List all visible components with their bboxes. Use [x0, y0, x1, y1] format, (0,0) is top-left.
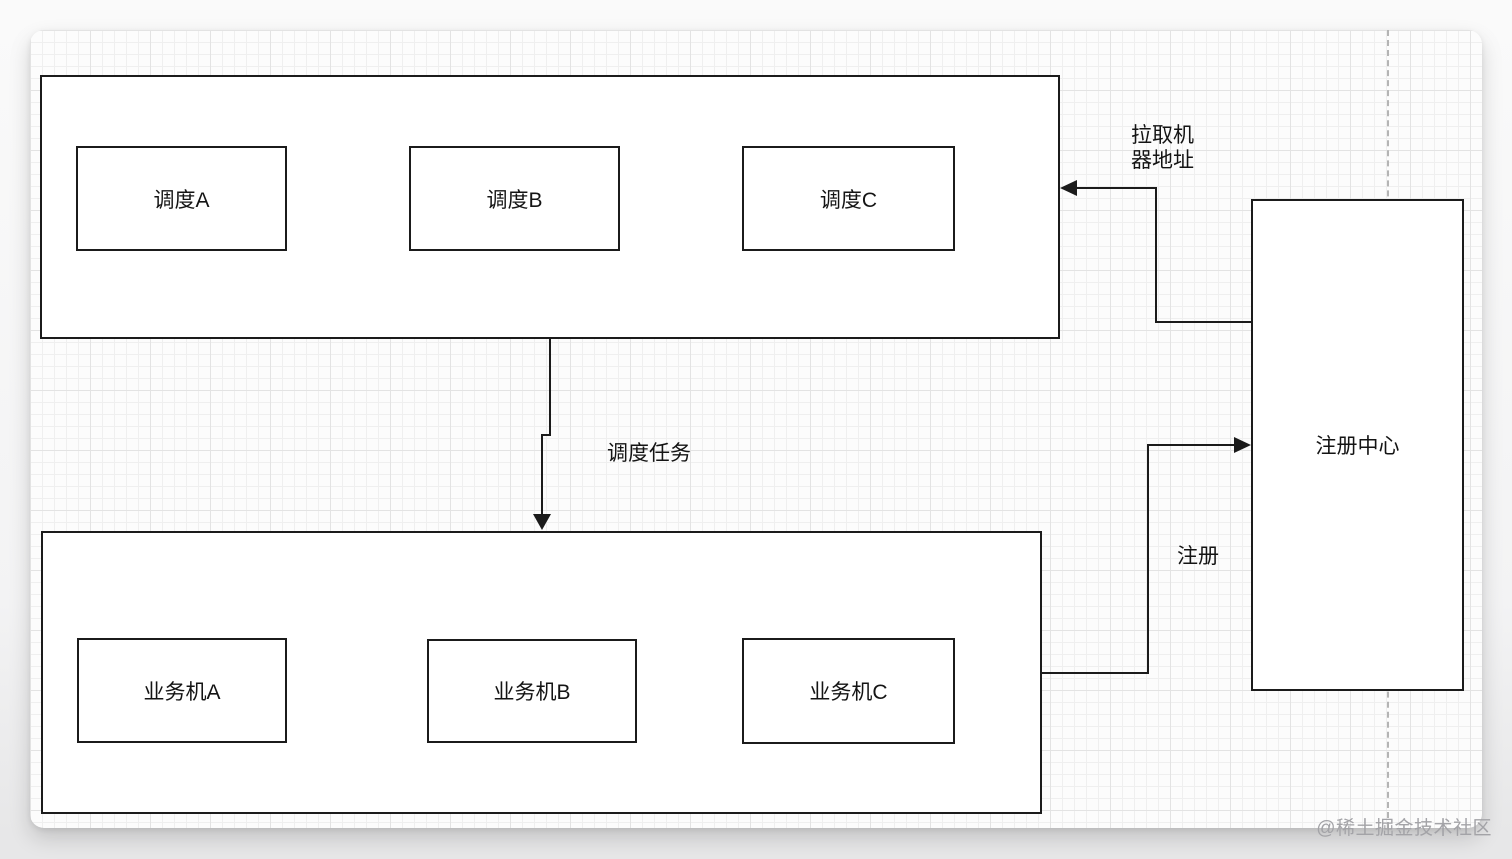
edge-label-register: 注册 — [1177, 545, 1219, 568]
node-scheduler-a-label: 调度A — [153, 188, 210, 212]
node-worker-c-label: 业务机C — [809, 681, 888, 704]
diagram-canvas: 调度A 调度B 调度C 业务机A 业务机B 业务机C 注册中心 拉取机器地址 调… — [30, 30, 1482, 828]
node-scheduler-a: 调度A — [76, 146, 287, 251]
node-worker-c: 业务机C — [742, 638, 955, 744]
node-registry-center: 注册中心 — [1251, 199, 1464, 691]
edge-dispatch-task-arrowhead-down — [533, 514, 551, 530]
node-worker-b: 业务机B — [427, 639, 637, 743]
node-scheduler-c-label: 调度C — [819, 188, 878, 212]
node-worker-b-label: 业务机B — [493, 681, 571, 704]
node-worker-a-label: 业务机A — [143, 680, 221, 704]
node-scheduler-b-label: 调度B — [486, 188, 543, 212]
node-worker-a: 业务机A — [77, 638, 287, 743]
edge-pull-machine-address-line — [1076, 187, 1251, 323]
edge-register-arrowhead-right — [1234, 437, 1251, 453]
edge-dispatch-task-line — [541, 339, 551, 514]
node-scheduler-b: 调度B — [409, 146, 620, 251]
edge-pull-machine-address-arrowhead-left — [1060, 180, 1077, 196]
edge-pull-machine-address — [1060, 180, 1251, 323]
node-registry-center-label: 注册中心 — [1315, 435, 1400, 458]
edge-register — [1042, 437, 1251, 674]
edge-dispatch-task — [533, 339, 551, 530]
edge-label-pull-machine-address: 拉取机器地址 — [1131, 124, 1194, 172]
watermark-juejin-community: @稀土掘金技术社区 — [1316, 818, 1492, 839]
edge-label-dispatch-task: 调度任务 — [607, 442, 691, 465]
node-scheduler-c: 调度C — [742, 146, 955, 251]
